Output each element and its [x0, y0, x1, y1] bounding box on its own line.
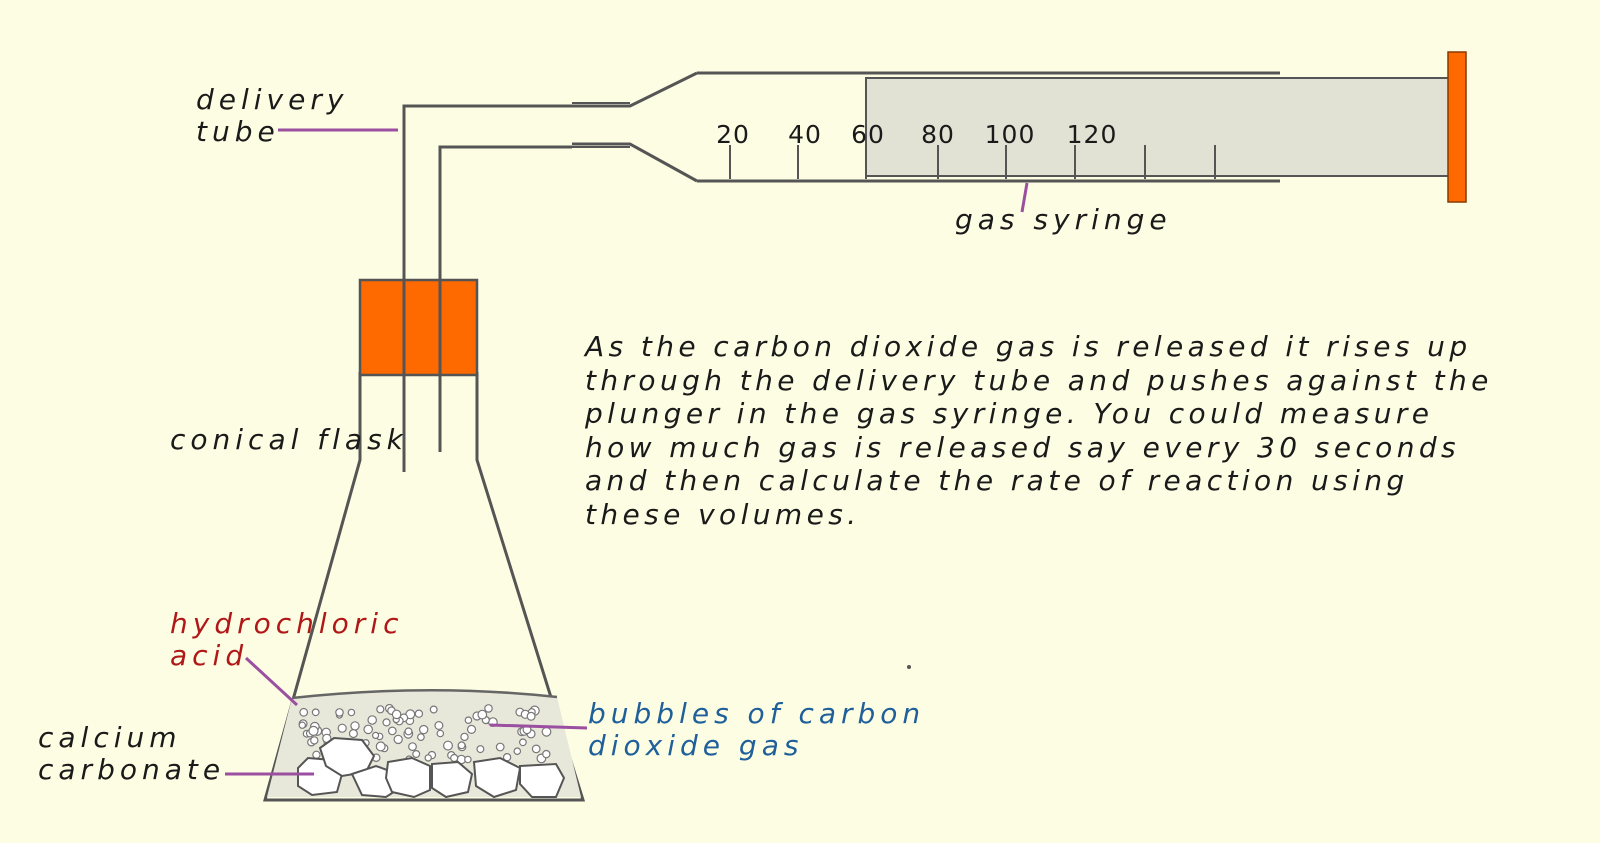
bubble [466, 724, 477, 735]
bubble [347, 708, 356, 717]
bubble [429, 705, 438, 714]
bubbles [298, 703, 552, 765]
bubble [457, 741, 466, 750]
bubble [542, 749, 551, 759]
bubble [312, 750, 321, 760]
bubble [541, 726, 552, 737]
syringe-plunger [1447, 51, 1467, 203]
marble-chip [431, 760, 474, 799]
label-calcium: calcium [38, 721, 182, 754]
label-conical-flask: conical flask [170, 423, 408, 456]
marble-chip [384, 756, 431, 799]
scale-label: 40 [788, 120, 822, 149]
bubble [412, 749, 421, 758]
bubble [450, 753, 459, 763]
label-gas-syringe: gas syringe [955, 203, 1172, 236]
acid-surface [291, 688, 558, 700]
label-bubbles-line1: bubbles of carbon [588, 697, 926, 730]
conical-flask [263, 278, 586, 802]
label-bubbles-line2: dioxide gas [588, 729, 804, 762]
bubble [408, 742, 417, 751]
explanation-text: As the carbon dioxide gas is released it… [585, 330, 1493, 531]
bubble [417, 733, 425, 741]
label-hydrochloric: hydrochloric [170, 607, 404, 640]
marble-chip [519, 762, 566, 798]
bubble [372, 731, 380, 740]
bubble [299, 707, 309, 717]
bubble [419, 724, 429, 735]
flask-outline [263, 372, 586, 802]
bubble [513, 747, 522, 756]
bubble [443, 740, 454, 751]
bubble [391, 709, 402, 720]
bubble [348, 729, 358, 739]
bubble [476, 745, 485, 754]
marble-chips [297, 736, 566, 799]
bubble [335, 708, 344, 717]
pointer-hydrochloric-acid [244, 656, 299, 707]
bubble [436, 729, 445, 738]
bubble [382, 718, 391, 727]
syringe-nozzle-bottom [572, 142, 698, 183]
bubble [337, 723, 347, 733]
bubble [414, 709, 424, 718]
label-tube: tube [196, 115, 280, 148]
label-pointers [225, 128, 1029, 776]
scale-label: 100 [985, 120, 1036, 149]
bubble [460, 732, 469, 742]
bubble [434, 720, 444, 730]
pointer-bubbles [489, 723, 588, 730]
bubble [477, 709, 488, 720]
scale-label: 120 [1067, 120, 1118, 149]
syringe-nozzle-top [572, 71, 698, 108]
bubble [464, 716, 473, 725]
label-carbonate: carbonate [38, 753, 226, 786]
rubber-stopper [358, 278, 479, 377]
bubble [519, 738, 527, 747]
label-acid: acid [170, 639, 249, 672]
marble-chip [318, 736, 376, 778]
pointer-gas-syringe [1020, 182, 1029, 213]
scale-label: 60 [851, 120, 885, 149]
bubble [310, 736, 319, 745]
bubble [298, 721, 306, 729]
bubble [375, 741, 386, 752]
bubble [531, 744, 541, 754]
bubble [376, 705, 385, 714]
marble-chip [472, 756, 522, 799]
bubble [424, 754, 432, 762]
bubble [464, 755, 472, 764]
bubble [526, 711, 536, 721]
bubble [404, 727, 413, 736]
bubble [495, 742, 505, 752]
bubble [350, 721, 360, 731]
bubble [308, 725, 319, 737]
label-delivery: delivery [196, 83, 349, 116]
stray-dot [907, 665, 911, 669]
bubble [311, 708, 320, 717]
syringe-barrel [865, 77, 1451, 177]
bubble [484, 704, 493, 713]
bubble [387, 726, 397, 736]
bubble [363, 724, 373, 735]
gas-syringe: 20 40 60 80 100 120 [572, 51, 1467, 203]
scale-label: 20 [716, 120, 750, 149]
syringe-ticks: 20 40 60 80 100 120 [716, 120, 1216, 179]
bubble [393, 734, 403, 745]
scale-label: 80 [921, 120, 955, 149]
bubble [367, 715, 377, 725]
